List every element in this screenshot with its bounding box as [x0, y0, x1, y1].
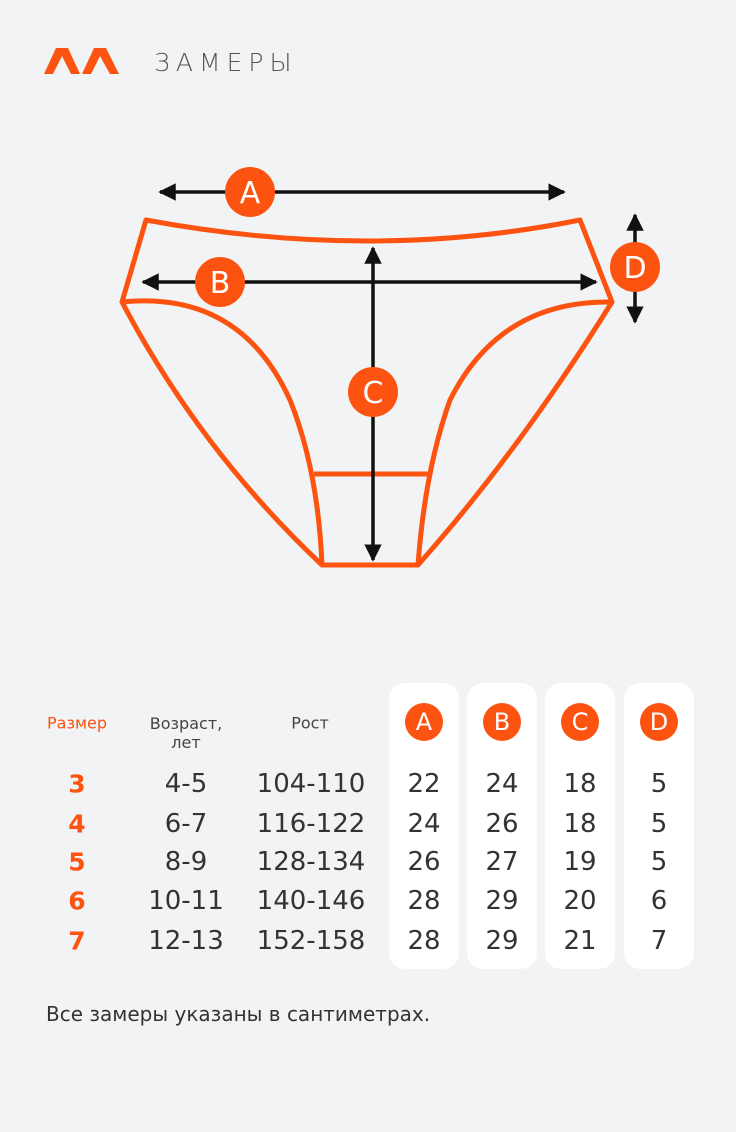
measure-c-cell: 19	[563, 847, 597, 877]
age-cell: 4-5	[164, 769, 208, 799]
measure-c-cell: 20	[563, 886, 597, 916]
header-c-badge: C	[561, 703, 599, 741]
size-cell: 7	[68, 926, 86, 956]
measure-a-cell: 22	[407, 769, 441, 799]
age-cell: 6-7	[164, 809, 208, 839]
age-cell: 12-13	[148, 926, 224, 956]
height-cell: 140-146	[256, 886, 366, 916]
measure-c-cell: 21	[563, 926, 597, 956]
header-age: Возраст,лет	[149, 714, 223, 752]
header-a-badge: A	[405, 703, 443, 741]
measure-b-cell: 24	[485, 769, 519, 799]
height-cell: 104-110	[256, 769, 366, 799]
label-a: A	[240, 176, 261, 211]
age-cell: 8-9	[164, 847, 208, 877]
header-size: Размер	[46, 713, 108, 733]
header-d-badge: D	[640, 703, 678, 741]
measure-a-cell: 26	[407, 847, 441, 877]
briefs-measurement-diagram: A B C D	[119, 167, 660, 568]
height-cell: 152-158	[256, 926, 366, 956]
footnote: Все замеры указаны в сантиметрах.	[46, 1002, 431, 1026]
size-cell: 6	[68, 886, 86, 916]
size-cell: 5	[68, 847, 86, 877]
label-b: B	[210, 266, 231, 301]
measure-d-cell: 5	[650, 809, 668, 839]
measure-a-cell: 24	[407, 809, 441, 839]
label-d: D	[623, 251, 646, 286]
measure-d-cell: 5	[650, 769, 668, 799]
measure-b-cell: 27	[485, 847, 519, 877]
label-c: C	[363, 376, 384, 411]
brand-logo	[44, 48, 119, 74]
header-height: Рост	[291, 713, 329, 733]
measure-c-cell: 18	[563, 769, 597, 799]
size-cell: 3	[68, 769, 86, 799]
header-b-badge: B	[483, 703, 521, 741]
measure-d-cell: 5	[650, 847, 668, 877]
measure-a-cell: 28	[407, 886, 441, 916]
height-cell: 116-122	[256, 809, 366, 839]
page-title: ЗАМЕРЫ	[154, 48, 298, 77]
measure-d-cell: 6	[650, 886, 668, 916]
measure-c-cell: 18	[563, 809, 597, 839]
measure-a-cell: 28	[407, 926, 441, 956]
measure-b-cell: 29	[485, 886, 519, 916]
height-cell: 128-134	[256, 847, 366, 877]
size-cell: 4	[68, 809, 86, 839]
measure-d-cell: 7	[650, 926, 668, 956]
age-cell: 10-11	[148, 886, 224, 916]
measure-b-cell: 29	[485, 926, 519, 956]
measure-b-cell: 26	[485, 809, 519, 839]
